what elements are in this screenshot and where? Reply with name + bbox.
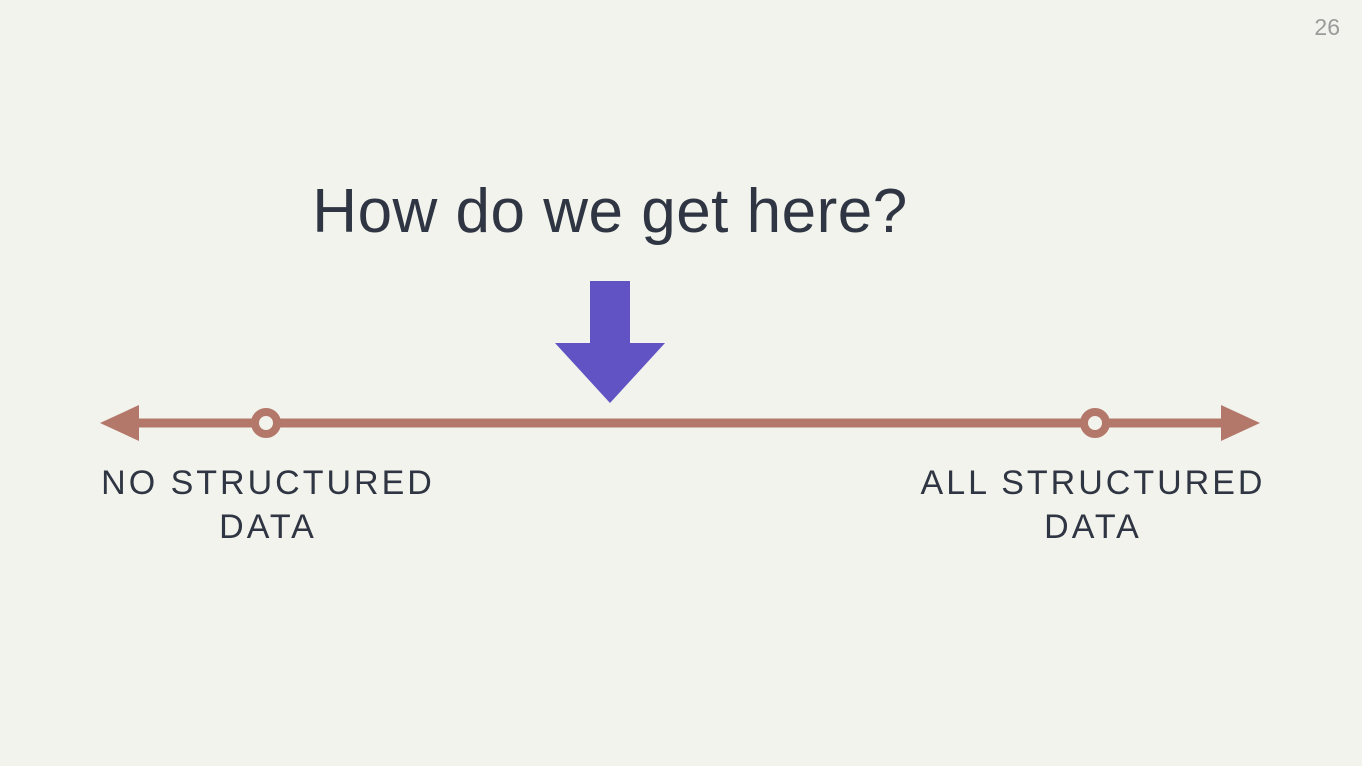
left-arrowhead-icon [100,405,139,441]
spectrum-axis [100,405,1260,441]
right-endpoint-label-line2: DATA [1044,507,1142,546]
page-number: 26 [1314,14,1340,40]
left-endpoint-label: NO STRUCTURED DATA [101,462,435,549]
page-title: How do we get here? [312,177,908,246]
left-marker-dot [251,408,281,438]
right-marker-dot [1080,408,1110,438]
right-endpoint-label-line1: ALL STRUCTURED [920,464,1266,502]
down-arrow-icon [555,281,665,403]
left-endpoint-label-line1: NO STRUCTURED [101,464,435,502]
right-endpoint-label: ALL STRUCTURED DATA [921,462,1266,549]
left-endpoint-label-line2: DATA [219,507,317,546]
down-arrow-shape [555,281,665,403]
right-arrowhead-icon [1221,405,1260,441]
